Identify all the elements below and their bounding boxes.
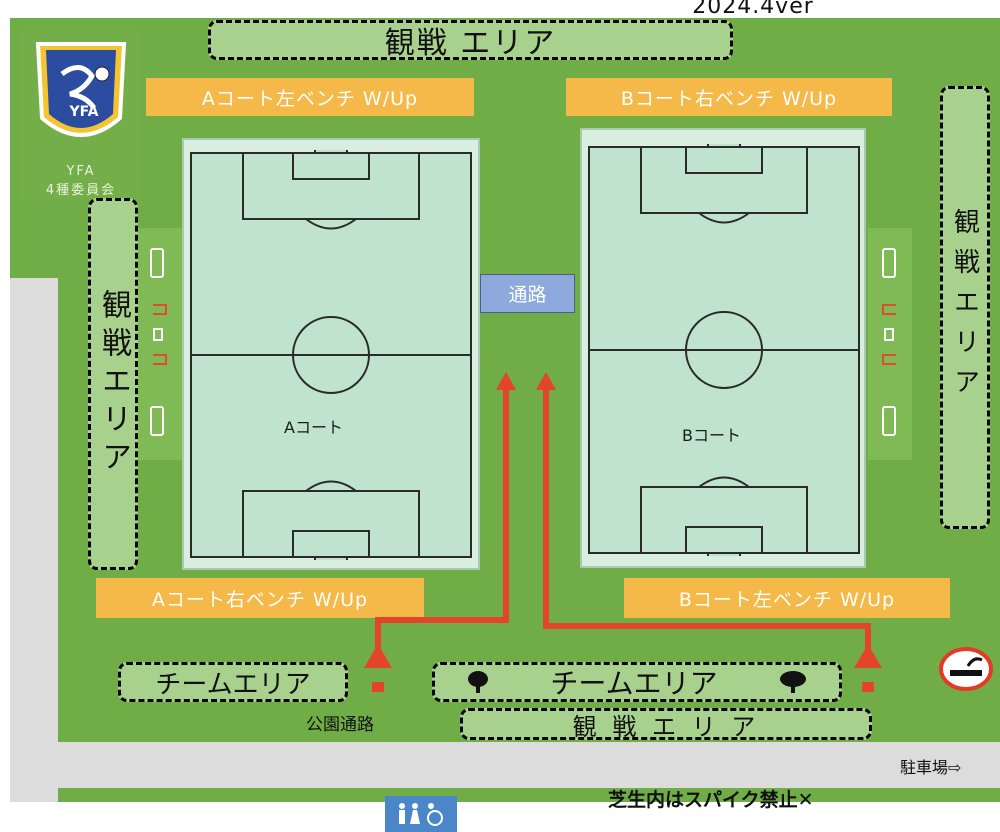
- bench-b-left-label: Bコート左ベンチ W/Up: [678, 588, 896, 611]
- tree-icon: [779, 671, 806, 693]
- emblem-text: YFA: [69, 104, 99, 120]
- yfa-emblem-icon: YFA: [35, 42, 127, 137]
- cone-marker: [153, 328, 163, 341]
- bench-b-right-label: Bコート右ベンチ W/Up: [620, 87, 838, 110]
- cone-marker: [882, 304, 896, 315]
- logo-line1: YFA: [66, 164, 96, 179]
- goal-strip-left: [138, 228, 182, 460]
- spectator-area-right: 観戦エリア: [940, 86, 990, 529]
- arrow-up-icon: [496, 372, 516, 390]
- arrow-up-icon: [364, 644, 392, 668]
- cone-marker: [882, 354, 896, 365]
- no-spikes-notice: 芝生内はスパイク禁止✕: [608, 789, 814, 811]
- court-a-pitch: [190, 150, 472, 560]
- bench-b-left: Bコート左ベンチ W/Up: [624, 578, 950, 618]
- spectator-area-bottom: 観 戦 エ リ ア: [460, 708, 872, 741]
- spectator-area-left: 観戦エリア: [88, 198, 138, 570]
- page-title: ――――――――――――――――――――――2024.4ver: [0, 0, 1000, 18]
- cone-marker: [153, 304, 167, 315]
- spectator-area-top: 観戦 エリア: [208, 20, 733, 61]
- spectator-right-label: 観戦エリア: [949, 207, 980, 408]
- tree-icon: [468, 671, 488, 693]
- restroom-sign: [385, 796, 457, 832]
- goal-marker: [150, 248, 164, 278]
- route-arrows: [364, 372, 882, 692]
- court-b-label: Bコート: [682, 426, 741, 445]
- court-a-label: Aコート: [284, 418, 343, 437]
- horizontal-walkway: [58, 742, 1000, 788]
- arrow-up-icon: [854, 644, 882, 668]
- goal-marker: [882, 248, 896, 278]
- passage-label: 通路: [480, 274, 575, 313]
- spectator-left-label: 観戦エリア: [96, 289, 131, 479]
- bench-a-right-label: Aコート右ベンチ W/Up: [151, 588, 369, 611]
- team-area-center: チームエリア: [432, 662, 842, 702]
- court-a-area: Aコート: [182, 138, 480, 570]
- goal-marker: [150, 406, 164, 436]
- restroom-icon: [399, 803, 443, 826]
- team-area-center-label: チームエリア: [550, 667, 718, 700]
- logo-line2: 4種委員会: [45, 183, 117, 198]
- goal-strip-right: [868, 228, 912, 460]
- spectator-top-label: 観戦 エリア: [384, 26, 557, 61]
- court-b-area: Bコート: [580, 128, 866, 568]
- arrow-up-icon: [536, 372, 556, 390]
- goal-marker: [882, 406, 896, 436]
- cone-marker: [884, 328, 894, 341]
- no-smoking-icon: [939, 647, 993, 691]
- bench-a-left: Aコート左ベンチ W/Up: [146, 78, 474, 116]
- bench-a-left-label: Aコート左ベンチ W/Up: [201, 87, 419, 110]
- yfa-logo: YFA YFA 4種委員会: [22, 30, 140, 200]
- park-path-label: 公園通路: [306, 715, 374, 735]
- court-b-pitch: [588, 144, 860, 556]
- spectator-bottom-label: 観 戦 エ リ ア: [572, 712, 760, 741]
- bench-b-right: Bコート右ベンチ W/Up: [566, 78, 892, 116]
- vertical-walkway: [10, 278, 58, 808]
- bench-a-right: Aコート右ベンチ W/Up: [96, 578, 424, 618]
- parking-label: 駐車場⇨: [900, 758, 962, 777]
- team-area-left-label: チームエリア: [155, 669, 311, 700]
- version-label: 2024.4ver: [692, 0, 814, 18]
- team-area-left: チームエリア: [118, 662, 348, 702]
- cone-marker: [153, 354, 167, 365]
- outside-area: [0, 802, 1000, 832]
